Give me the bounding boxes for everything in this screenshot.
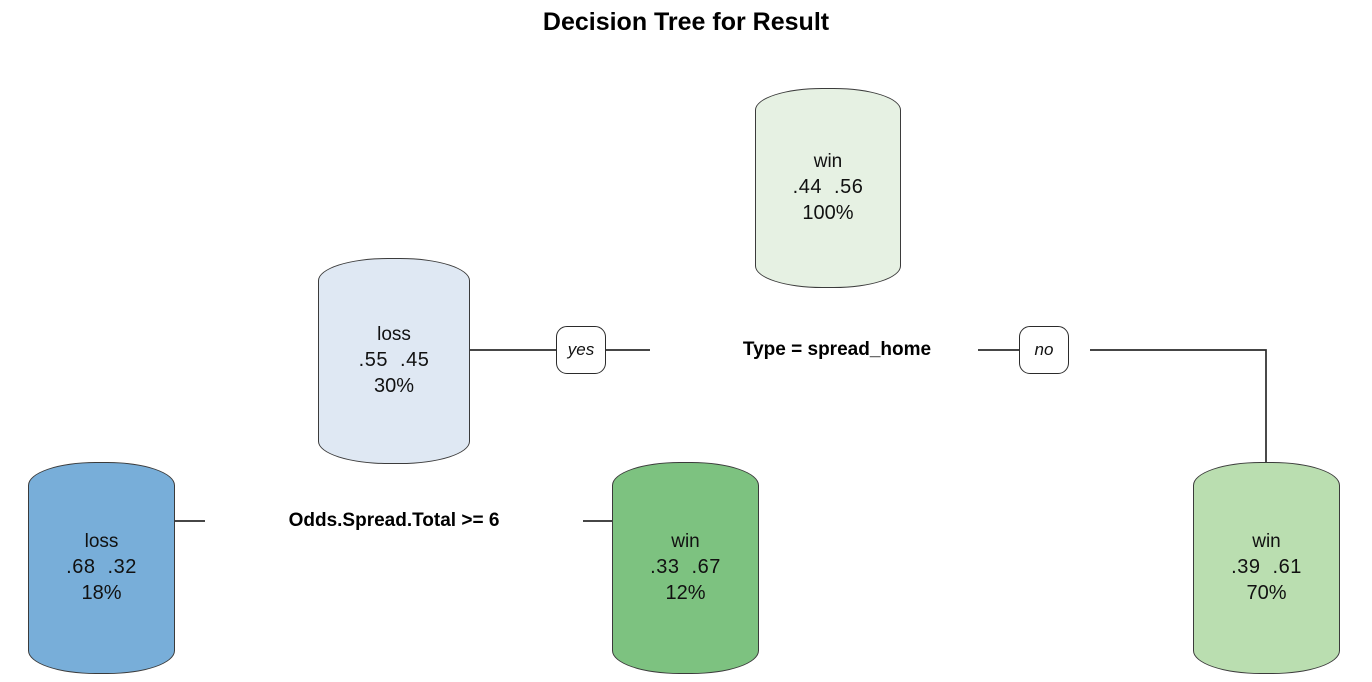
tree-node-leaf-win-12[interactable]: win .33 .67 12% (612, 462, 759, 674)
tree-node-root[interactable]: win .44 .56 100% (755, 88, 901, 288)
node-probabilities: .33 .67 (650, 556, 721, 579)
tree-node-leaf-win-70[interactable]: win .39 .61 70% (1193, 462, 1340, 674)
node-percentage: 100% (802, 202, 854, 225)
node-probabilities: .68 .32 (66, 556, 137, 579)
node-percentage: 30% (373, 375, 415, 398)
node-class-label: win (671, 530, 700, 552)
node-class-label: win (813, 150, 843, 172)
page-title: Decision Tree for Result (542, 8, 830, 36)
edge-no-to-leaf-win-large (1090, 349, 1267, 462)
node-class-label: loss (84, 530, 119, 552)
split-condition-type: Type = spread_home (742, 339, 932, 360)
branch-label-no-text: no (1034, 340, 1054, 359)
tree-node-leaf-loss-18[interactable]: loss .68 .32 18% (28, 462, 175, 674)
node-probabilities: .39 .61 (1231, 556, 1302, 579)
node-class-label: win (1252, 530, 1281, 552)
tree-node-internal-loss-30[interactable]: loss .55 .45 30% (318, 258, 470, 464)
branch-label-no[interactable]: no (1019, 326, 1069, 374)
node-class-label: loss (377, 323, 411, 345)
node-probabilities: .44 .56 (792, 176, 864, 199)
split-condition-odds-spread-total: Odds.Spread.Total >= 6 (288, 510, 500, 531)
branch-label-yes[interactable]: yes (556, 326, 606, 374)
node-percentage: 12% (665, 582, 706, 605)
node-percentage: 70% (1246, 582, 1287, 605)
node-percentage: 18% (81, 582, 122, 605)
branch-label-yes-text: yes (567, 340, 595, 359)
node-probabilities: .55 .45 (358, 349, 430, 372)
